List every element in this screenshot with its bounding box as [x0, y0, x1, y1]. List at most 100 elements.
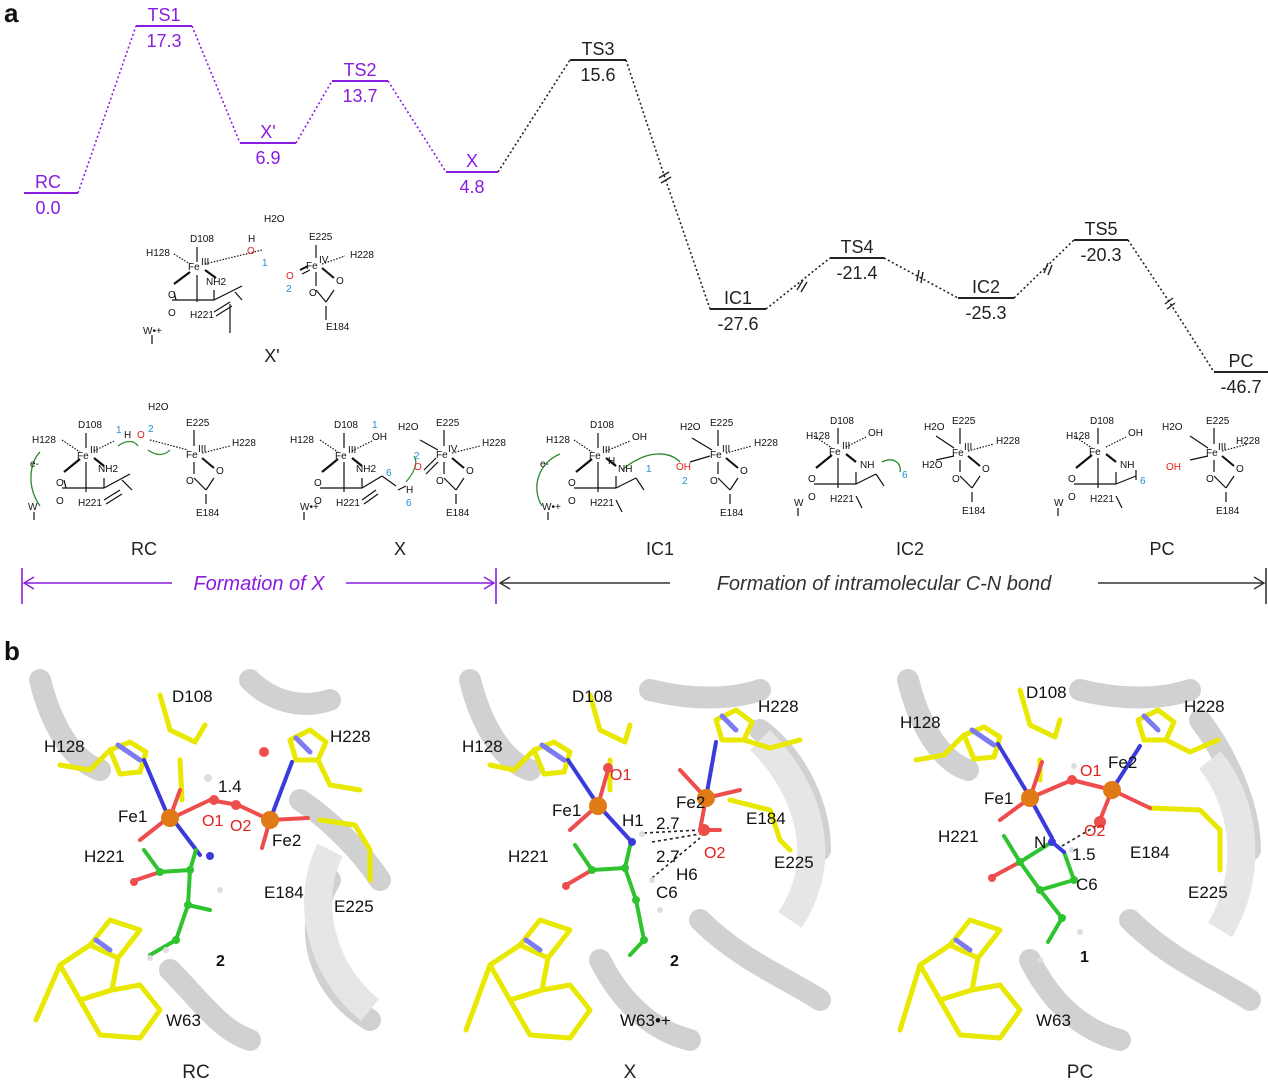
svg-text:NH2: NH2 [98, 464, 118, 475]
level-value-ts4: -21.4 [836, 263, 877, 283]
svg-text:H228: H228 [754, 438, 778, 449]
svg-text:O: O [56, 496, 64, 507]
structure-label-rc: RC [131, 539, 157, 559]
svg-text:W63•+: W63•+ [620, 1011, 671, 1030]
svg-text:W63: W63 [166, 1011, 201, 1030]
svg-text:E225: E225 [710, 418, 734, 429]
svg-text:O: O [314, 478, 322, 489]
svg-text:H128: H128 [146, 248, 170, 259]
svg-text:H1: H1 [622, 811, 644, 830]
svg-text:E184: E184 [326, 322, 350, 333]
svg-text:III: III [90, 445, 98, 456]
level-name-ts5: TS5 [1084, 219, 1117, 239]
svg-text:Fe2: Fe2 [272, 831, 301, 850]
svg-text:Fe2: Fe2 [676, 793, 705, 812]
svg-text:W63: W63 [1036, 1011, 1071, 1030]
svg-text:6: 6 [1140, 476, 1146, 487]
svg-text:O2: O2 [230, 818, 251, 835]
svg-text:III: III [348, 445, 356, 456]
svg-text:N: N [1034, 833, 1046, 852]
panel-b-letter: b [4, 636, 20, 666]
svg-text:OH: OH [1128, 428, 1143, 439]
svg-text:H228: H228 [482, 438, 506, 449]
svg-text:H221: H221 [938, 827, 979, 846]
svg-text:E225: E225 [436, 418, 460, 429]
svg-text:1: 1 [1080, 949, 1089, 966]
svg-text:NH: NH [860, 460, 874, 471]
level-name-x: X [466, 151, 478, 171]
svg-text:Fe: Fe [306, 261, 318, 272]
svg-text:E184: E184 [1130, 843, 1170, 862]
svg-text:H2O: H2O [1162, 422, 1183, 433]
svg-text:O: O [710, 476, 718, 487]
svg-text:Fe: Fe [952, 448, 964, 459]
svg-text:H228: H228 [330, 727, 371, 746]
svg-text:NH: NH [1120, 460, 1134, 471]
level-labels: RC 0.0 TS1 17.3 X' 6.9 TS2 13.7 X 4.8 TS… [35, 5, 1262, 397]
svg-text:W•+: W•+ [300, 502, 319, 513]
svg-text:1: 1 [646, 464, 652, 475]
structure-labels: RC X IC1 IC2 PC [131, 539, 1175, 559]
svg-text:W: W [1054, 498, 1064, 509]
structure-ic1: D108 H128 Fe III OH H NH 1 O O H221 W•+ … [536, 418, 778, 520]
svg-text:H128: H128 [32, 435, 56, 446]
level-value-ts5: -20.3 [1080, 245, 1121, 265]
svg-text:H228: H228 [1236, 436, 1260, 447]
svg-text:H228: H228 [1184, 697, 1225, 716]
phase-arrow-2: Formation of intramolecular C-N bond [498, 568, 1267, 604]
svg-text:Fe1: Fe1 [552, 801, 581, 820]
level-name-x-prime: X' [260, 122, 275, 142]
svg-text:III: III [198, 444, 206, 455]
svg-text:e-: e- [30, 459, 39, 470]
svg-text:W: W [28, 502, 38, 513]
svg-text:H: H [608, 456, 615, 467]
svg-text:IV: IV [319, 255, 329, 266]
level-value-ts2: 13.7 [342, 86, 377, 106]
svg-text:Fe: Fe [335, 451, 347, 462]
svg-text:Fe: Fe [188, 262, 200, 273]
caption-pc: PC [1067, 1062, 1093, 1082]
svg-text:1: 1 [262, 258, 268, 269]
svg-text:O: O [466, 466, 474, 477]
level-name-pc: PC [1228, 351, 1253, 371]
svg-text:NH2: NH2 [206, 277, 226, 288]
svg-text:O: O [982, 464, 990, 475]
svg-text:O: O [740, 466, 748, 477]
svg-text:H228: H228 [996, 436, 1020, 447]
svg-text:E225: E225 [952, 416, 976, 427]
svg-text:D108: D108 [1026, 683, 1067, 702]
svg-text:H2O: H2O [922, 460, 943, 471]
svg-text:O1: O1 [610, 767, 631, 784]
svg-text:O: O [168, 308, 176, 319]
svg-text:D108: D108 [830, 416, 854, 427]
svg-text:O: O [414, 462, 422, 473]
svg-text:O: O [808, 474, 816, 485]
energy-connectors-purple [77, 25, 447, 194]
svg-text:D108: D108 [590, 420, 614, 431]
svg-text:2: 2 [148, 424, 154, 435]
svg-text:D108: D108 [78, 420, 102, 431]
svg-text:E225: E225 [1206, 416, 1230, 427]
axis-break-marks [658, 171, 1176, 310]
level-name-ts1: TS1 [147, 5, 180, 25]
svg-text:E184: E184 [720, 508, 744, 519]
svg-text:O1: O1 [1080, 763, 1101, 780]
svg-text:E225: E225 [1188, 883, 1228, 902]
svg-text:Fe: Fe [710, 450, 722, 461]
svg-text:E225: E225 [309, 232, 333, 243]
svg-text:2: 2 [682, 476, 688, 487]
caption-x: X [624, 1062, 637, 1082]
svg-text:D108: D108 [190, 234, 214, 245]
level-bars [24, 25, 1268, 373]
svg-text:Fe: Fe [589, 451, 601, 462]
svg-text:H2O: H2O [924, 422, 945, 433]
level-value-ic2: -25.3 [965, 303, 1006, 323]
svg-text:H221: H221 [84, 847, 125, 866]
svg-text:H128: H128 [44, 737, 85, 756]
svg-text:Fe: Fe [1206, 448, 1218, 459]
svg-text:O: O [436, 476, 444, 487]
svg-text:O: O [1236, 464, 1244, 475]
svg-text:2: 2 [216, 953, 225, 970]
svg-text:E225: E225 [774, 853, 814, 872]
